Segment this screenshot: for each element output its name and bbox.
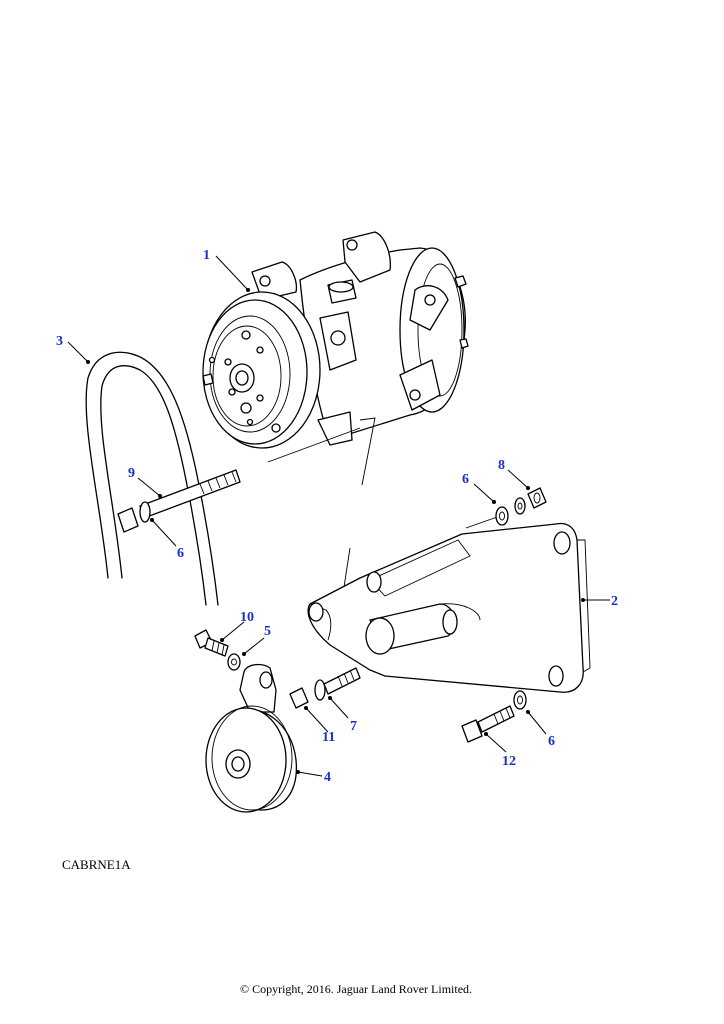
callout-4: 4 (324, 770, 331, 785)
bracket-bolt-lower[interactable] (289, 667, 361, 709)
drive-belt[interactable] (85, 351, 219, 606)
callout-1: 1 (203, 248, 210, 263)
leader-lines (67, 255, 610, 777)
callout-2: 2 (611, 594, 618, 609)
alignment-line (465, 515, 501, 529)
callout-6-top: 6 (462, 472, 469, 487)
callout-5: 5 (264, 624, 271, 639)
through-bolt[interactable] (117, 469, 241, 533)
illustration-code: CABRNE1A (62, 857, 131, 872)
bracket-bolt-rear[interactable] (461, 705, 515, 743)
callout-11: 11 (322, 730, 335, 745)
idler-pulley[interactable] (205, 663, 297, 813)
callout-3: 3 (56, 334, 63, 349)
callout-8: 8 (498, 458, 505, 473)
alignment-line (359, 417, 376, 486)
callout-12: 12 (502, 754, 516, 769)
callout-7: 7 (350, 719, 357, 734)
idler-bolt[interactable] (194, 629, 229, 657)
nut-and-washer-set[interactable] (495, 487, 547, 526)
washer-rear[interactable] (513, 690, 527, 710)
ac-compressor[interactable] (202, 231, 469, 449)
callout-6-left: 6 (177, 546, 184, 561)
idler-washer[interactable] (227, 653, 241, 671)
copyright-notice: © Copyright, 2016. Jaguar Land Rover Lim… (239, 982, 473, 996)
callout-9: 9 (128, 466, 135, 481)
compressor-mounting-bracket[interactable] (307, 522, 591, 693)
callout-10: 10 (240, 610, 254, 625)
alignment-line (267, 427, 361, 463)
callouts: 1 2 3 4 5 6 6 6 7 8 9 10 11 12 (56, 248, 618, 785)
callout-6-right: 6 (548, 734, 555, 749)
